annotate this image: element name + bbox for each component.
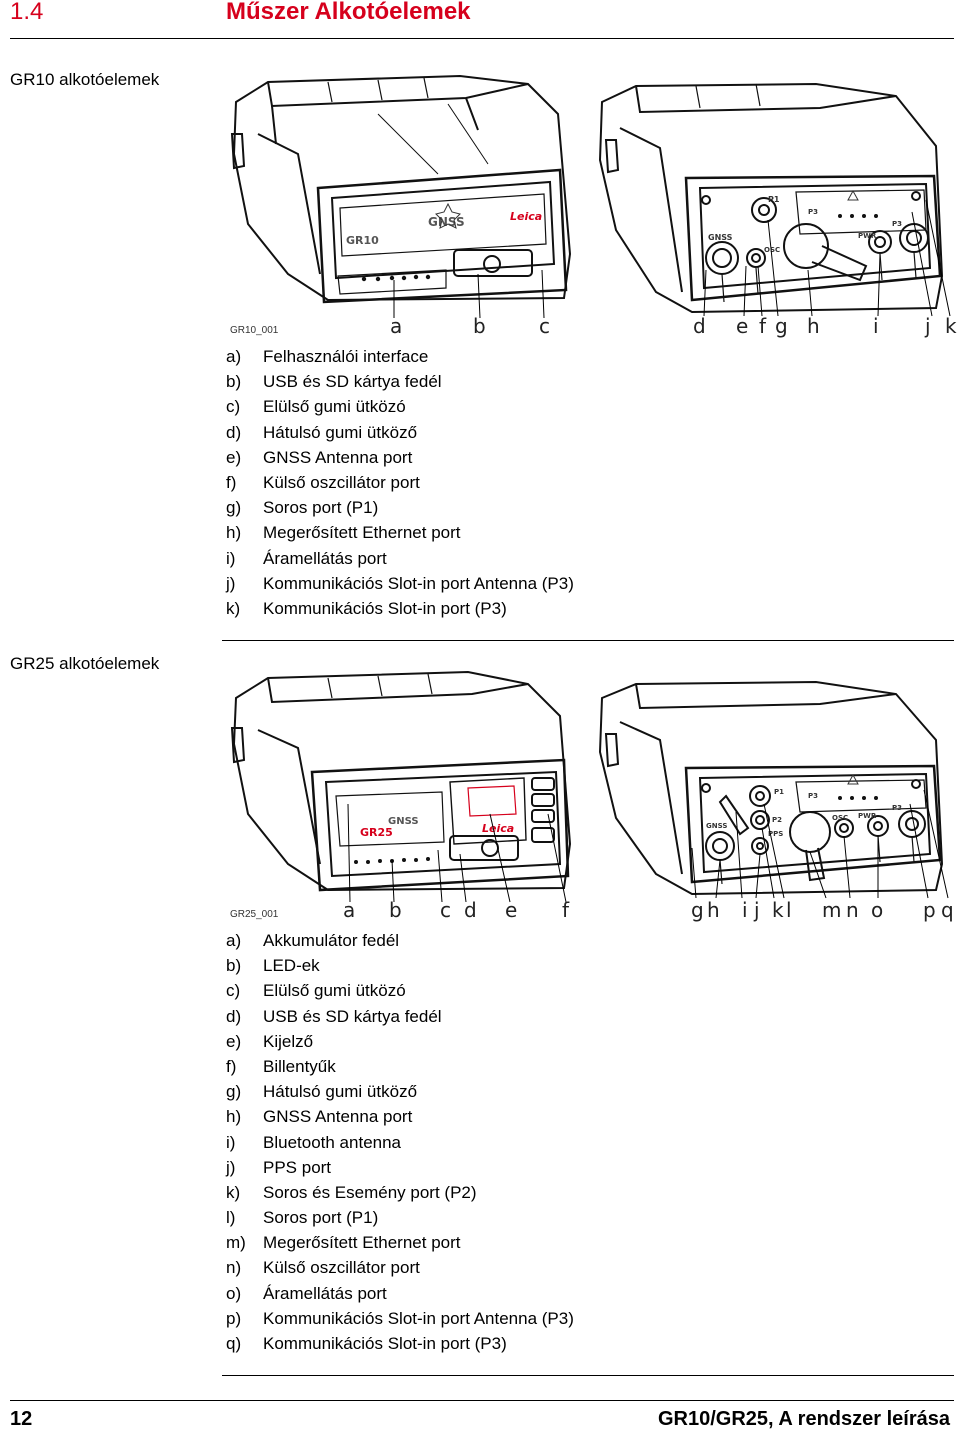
warning-icon xyxy=(847,773,859,785)
gr10-rear-p3b-label: P3 xyxy=(892,220,902,228)
gr25-callout-o: o xyxy=(871,898,884,922)
list-item: k)Soros és Esemény port (P2) xyxy=(226,1182,477,1202)
gr10-rear-osc-label: OSC xyxy=(764,246,780,254)
gr25-callout-n: n xyxy=(846,898,859,922)
gr10-section-title: GR10 alkotóelemek xyxy=(10,70,160,89)
list-item: l)Soros port (P1) xyxy=(226,1208,379,1228)
gr25-callout-j: j xyxy=(754,898,760,922)
gr10-callout-c: c xyxy=(539,314,550,338)
list-item: b)LED-ek xyxy=(226,956,320,976)
list-item: i)Bluetooth antenna xyxy=(226,1132,402,1152)
list-item: b)USB és SD kártya fedél xyxy=(226,372,442,392)
gr25-rear-illustration: GNSS P1 P2 PPS OSC PWR P3 P3 xyxy=(598,680,949,899)
list-item: h)Megerősített Ethernet port xyxy=(226,523,461,543)
list-item: j)PPS port xyxy=(226,1157,332,1177)
chapter-title: Műszer Alkotóelemek xyxy=(226,0,471,25)
list-item: c)Elülső gumi ütközó xyxy=(226,981,406,1001)
section-rule xyxy=(222,640,954,641)
gr10-rear-p3a-label: P3 xyxy=(808,208,818,216)
list-item: j)Kommunikációs Slot-in port Antenna (P3… xyxy=(226,573,574,593)
gr25-front-gnss-label: GNSS xyxy=(388,816,419,827)
gr25-component-list: a)Akkumulátor fedél b)LED-ek c)Elülső gu… xyxy=(226,928,574,1356)
list-item: e)GNSS Antenna port xyxy=(226,447,413,467)
gr25-rear-p1-label: P1 xyxy=(774,788,784,796)
gr25-front-illustration: GR25 GNSS Leica xyxy=(230,670,572,903)
gr25-callout-m: m xyxy=(822,898,842,922)
gr25-front-model-label: GR25 xyxy=(360,826,393,839)
gr10-rear-gnss-label: GNSS xyxy=(708,233,733,242)
gr10-callout-h: h xyxy=(807,314,820,338)
list-item: g)Soros port (P1) xyxy=(226,498,379,518)
page-number: 12 xyxy=(10,1408,33,1430)
gr10-front-gnss-label: GNSS xyxy=(428,215,465,229)
gr25-callout-a: a xyxy=(343,898,356,922)
gr10-callout-a: a xyxy=(390,314,403,338)
gr25-rear-p3b-label: P3 xyxy=(892,804,902,812)
list-item: i)Áramellátás port xyxy=(226,548,387,568)
gr25-callout-e: e xyxy=(505,898,518,922)
section-rule xyxy=(222,1375,954,1376)
list-item: q)Kommunikációs Slot-in port (P3) xyxy=(226,1334,507,1353)
list-item: n)Külső oszcillátor port xyxy=(226,1258,420,1278)
gr10-front-brand: Leica xyxy=(510,210,542,223)
gr25-callout-d: d xyxy=(464,898,477,922)
gr25-front-brand: Leica xyxy=(482,822,514,835)
gr10-callout-k: k xyxy=(945,314,957,338)
gr10-front-model-label: GR10 xyxy=(346,234,379,247)
gr10-callout-b: b xyxy=(473,314,486,338)
list-item: c)Elülső gumi ütközó xyxy=(226,397,406,417)
gr25-callout-h: h xyxy=(707,898,720,922)
footer-rule xyxy=(10,1400,954,1401)
gr10-component-list: a)Felhasználói interface b)USB és SD kár… xyxy=(226,344,574,621)
document-title: GR10/GR25, A rendszer leírása xyxy=(658,1408,950,1430)
list-item: f)Billentyűk xyxy=(226,1056,336,1076)
gr10-figure-id: GR10_001 xyxy=(230,325,279,336)
list-item: h)GNSS Antenna port xyxy=(226,1107,413,1127)
list-item: m)Megerősített Ethernet port xyxy=(226,1233,461,1253)
gr10-rear-pwr-label: PWR xyxy=(858,232,877,240)
gr10-front-illustration: GR10 GNSS Leica xyxy=(230,74,572,319)
gr25-rear-pwr-label: PWR xyxy=(858,812,877,820)
gr10-rear-p1-label: P1 xyxy=(768,195,780,204)
list-item: p)Kommunikációs Slot-in port Antenna (P3… xyxy=(226,1308,574,1328)
gr10-callout-f: f xyxy=(759,314,767,338)
gr25-rear-gnss-label: GNSS xyxy=(706,822,727,830)
gr10-callout-j: j xyxy=(925,314,931,338)
list-item: o)Áramellátás port xyxy=(226,1283,387,1303)
gr25-callout-i: i xyxy=(742,898,748,922)
list-item: f)Külső oszcillátor port xyxy=(226,472,420,492)
gr25-callout-f: f xyxy=(562,898,570,922)
list-item: k)Kommunikációs Slot-in port (P3) xyxy=(226,598,507,618)
gr10-callout-g: g xyxy=(775,314,788,338)
gr10-callout-row: a b c d e f g h i j k xyxy=(0,314,960,338)
gr25-callout-p: p xyxy=(923,898,936,922)
list-item: a)Akkumulátor fedél xyxy=(226,931,400,950)
gr10-callout-d: d xyxy=(693,314,706,338)
gr25-rear-osc-label: OSC xyxy=(832,814,848,822)
gr25-callout-b: b xyxy=(389,898,402,922)
gr25-callout-q: q xyxy=(941,898,954,922)
gr25-callout-row: a b c d e f g h i j k l m n o p q xyxy=(0,898,960,922)
gr25-callout-g: g xyxy=(691,898,704,922)
gr25-callout-c: c xyxy=(440,898,451,922)
gr25-callout-l: l xyxy=(786,898,792,922)
list-item: g)Hátulsó gumi ütköző xyxy=(226,1082,418,1102)
gnss-logo-icon xyxy=(435,202,461,229)
gr10-rear-illustration: GNSS P1 OSC PWR P3 P3 xyxy=(598,82,951,317)
list-item: e)Kijelző xyxy=(226,1031,314,1051)
gr25-rear-p3a-label: P3 xyxy=(808,792,818,800)
gr25-section-title: GR25 alkotóelemek xyxy=(10,654,160,673)
gr25-callout-k: k xyxy=(772,898,784,922)
gr10-callout-e: e xyxy=(736,314,749,338)
list-item: d)Hátulsó gumi ütköző xyxy=(226,422,418,442)
gr25-rear-p2-label: P2 xyxy=(772,816,782,824)
gr25-rear-pps-label: PPS xyxy=(768,830,783,838)
warning-icon xyxy=(847,189,859,201)
list-item: d)USB és SD kártya fedél xyxy=(226,1006,442,1026)
list-item: a)Felhasználói interface xyxy=(226,347,429,366)
gr10-callout-i: i xyxy=(873,314,879,338)
gr25-figure-id: GR25_001 xyxy=(230,909,279,920)
chapter-number: 1.4 xyxy=(10,0,44,25)
header-rule xyxy=(10,38,954,39)
